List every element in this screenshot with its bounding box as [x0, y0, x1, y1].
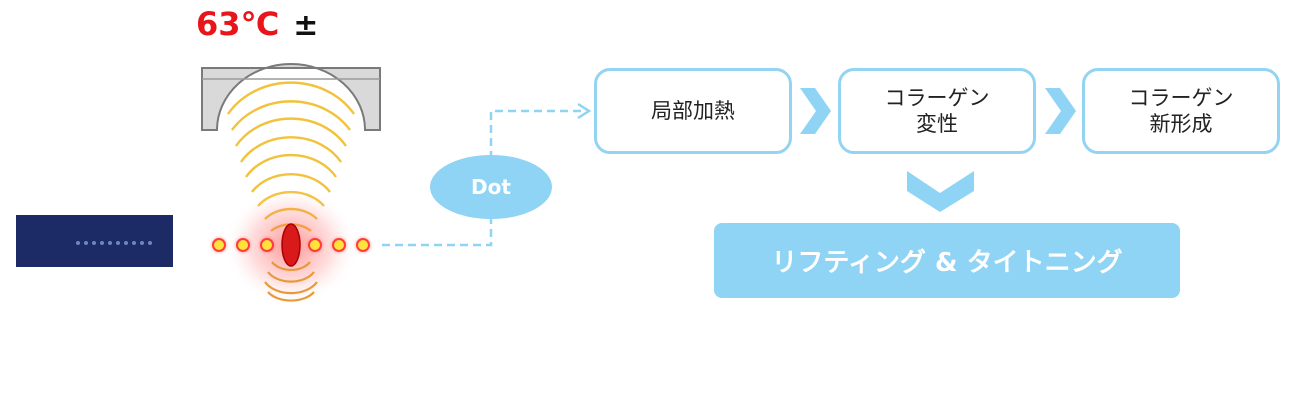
heat-zone-bottom-arcs [264, 261, 318, 302]
step-box-collagen-denaturation: コラーゲン 変性 [838, 68, 1036, 154]
temperature-value: 63℃ [196, 5, 280, 43]
step-2-line-1: コラーゲン [884, 86, 990, 110]
step-box-collagen-neogenesis: コラーゲン 新形成 [1082, 68, 1280, 154]
dark-thumbnail-image [16, 215, 173, 267]
connector-arrowhead-icon [577, 102, 592, 120]
temperature-label: 63℃ ± [196, 2, 318, 46]
device-head-icon [201, 63, 381, 131]
step-2-line-2: 変性 [916, 112, 958, 136]
heat-dots-icon [209, 223, 373, 267]
dot-badge: Dot [430, 155, 552, 219]
chevron-right-icon [1045, 88, 1076, 134]
step-1-line-1: 局部加熱 [651, 99, 735, 123]
result-banner: リフティング & タイトニング [714, 223, 1180, 298]
chevron-right-icon [800, 88, 831, 134]
step-3-line-1: コラーゲン [1128, 86, 1234, 110]
temperature-plus-minus: ± [293, 8, 319, 43]
chevron-down-icon [907, 171, 974, 212]
step-box-local-heating: 局部加熱 [594, 68, 792, 154]
thumbnail-dots [76, 241, 152, 245]
step-3-line-2: 新形成 [1149, 112, 1213, 136]
